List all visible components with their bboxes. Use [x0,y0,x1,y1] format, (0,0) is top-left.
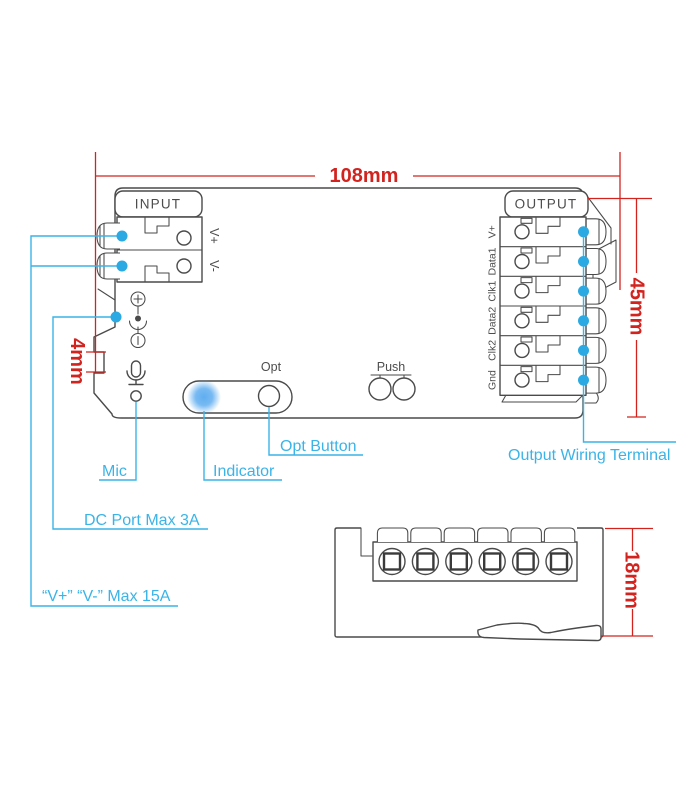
mic-icon [126,360,146,386]
dim-height-label: 45mm [626,278,648,336]
callout-line-power-input [30,235,178,607]
output-dot-2 [578,256,589,267]
output-wire-entry-4 [585,307,607,335]
output-tab-label: OUTPUT [515,197,578,212]
input-dot-vplus [116,230,128,242]
output-clamps [520,216,561,383]
dim-notch-ticks [86,351,106,373]
callout-opt-button-label: Opt Button [280,438,357,455]
callout-line-output-wiring [582,231,676,443]
side-view: 18mm [334,527,653,642]
input-terminal-block: V+ V- [96,216,221,283]
output-wire-entry-6 [585,366,607,394]
callout-power-input-label: “V+” “V-” Max 15A [42,588,171,605]
output-dot-6 [578,374,589,386]
output-terminal-label-1: Data1 [487,247,499,275]
mic-hole [130,390,142,402]
output-wire-entry-3 [585,277,607,305]
wire-point-dots [110,226,589,386]
input-dot-vminus [116,260,128,272]
push-buttons: Push [368,360,416,401]
side-terminal-strip [372,541,578,582]
dim-width-label: 108mm [330,165,399,187]
indicator-glow [187,380,221,414]
dim-notch-label: 4mm [66,338,88,385]
callout-dc-port-label: DC Port Max 3A [84,512,200,529]
callout-line-opt-button [268,407,363,456]
output-terminal-label-5: Gnd [487,370,499,390]
dc-port-dot [110,311,122,323]
callout-line-dc-port [52,316,208,530]
output-screws [514,224,530,388]
output-terminal-label-0: V+ [487,225,499,238]
dc-polarity-icon [128,291,148,349]
dim-ext-side [601,527,653,637]
push-button-1 [368,377,392,401]
push-button-2 [392,377,416,401]
input-clamp-2 [144,265,170,283]
output-dot-4 [578,315,589,327]
side-mounting-clip [477,622,602,642]
output-dot-3 [578,285,589,297]
callout-line-mic [99,402,137,481]
output-dot-1 [578,226,589,238]
callout-annotations: Mic Indicator Opt Button Output Wiring T… [30,226,676,607]
callout-line-indicator [203,411,282,481]
dimension-annotations: 108mm 45mm 4mm [66,152,652,418]
output-wire-entry-2 [585,247,607,276]
output-terminal-block: V+ Data1 Clk1 Data2 Clk2 Gnd [487,216,607,397]
input-tab-label: INPUT [135,197,182,212]
output-terminal-label-4: Clk2 [487,340,499,361]
push-label: Push [377,360,406,374]
input-screw-1 [176,230,192,246]
top-view: INPUT OUTPUT V+ V- [93,187,617,419]
opt-label: Opt [261,360,282,374]
side-wire-bumps [376,527,576,542]
dim-height-line [627,198,646,418]
callout-indicator-label: Indicator [213,463,275,480]
side-channel [360,527,373,557]
callout-output-wiring-label: Output Wiring Terminal [508,447,670,464]
dim-side-height-label: 18mm [621,551,643,609]
casing-edge-diagonal [586,195,612,245]
input-clamp-1 [144,216,170,234]
output-wire-entry-5 [585,336,607,364]
input-screw-2 [176,258,192,274]
callout-mic-label: Mic [102,463,127,480]
input-terminal-label-vplus: V+ [207,228,221,244]
output-terminal-label-2: Clk1 [487,280,499,301]
input-terminal-label-vminus: V- [207,260,221,272]
output-wire-entry-1 [585,218,607,246]
body-chamfer-line [97,288,116,301]
output-dot-5 [578,344,589,356]
side-screws [378,547,573,576]
output-terminal-label-3: Data2 [487,307,499,335]
opt-button [257,384,281,408]
